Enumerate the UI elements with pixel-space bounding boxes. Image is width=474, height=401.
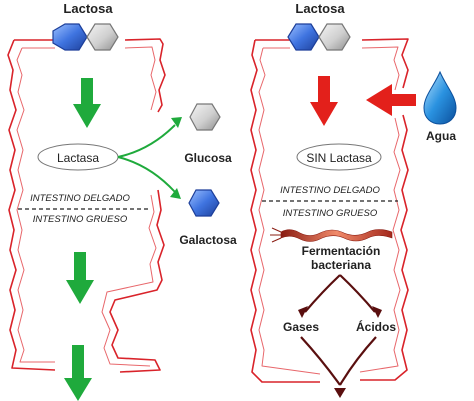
bacteria-icon (270, 227, 393, 243)
right-lactose-molecule (287, 23, 351, 51)
fermentacion-label-line1: Fermentación (302, 244, 381, 258)
fermentation-branch-arrows-icon (300, 274, 377, 386)
arrowhead-gases-icon (298, 306, 308, 318)
left-upper-region-label: INTESTINO DELGADO (30, 193, 130, 204)
left-intestine-wall (7, 38, 166, 373)
lactasa-label: Lactasa (57, 151, 99, 165)
glucosa-label: Glucosa (184, 151, 232, 165)
glucosa-hex-icon (189, 103, 221, 131)
glucose-hex-icon (86, 23, 119, 51)
left-arrow-down-1-icon (73, 78, 101, 128)
agua-label: Agua (426, 129, 456, 143)
water-arrow-left-icon (366, 84, 416, 116)
left-arrow-down-2-icon (66, 252, 94, 304)
arrowhead-acidos-icon (372, 306, 382, 318)
sin-lactasa-label: SIN Lactasa (306, 151, 372, 165)
galactose-hex-icon (52, 23, 88, 51)
gases-label: Gases (283, 320, 319, 334)
right-galactose-hex-icon (287, 23, 320, 51)
left-panel: Lactosa Lactasa Glucosa Galactosa INTEST… (7, 1, 237, 401)
water-drop-icon (423, 70, 457, 125)
left-split-arrows-icon (117, 124, 176, 193)
right-glucose-hex-icon (318, 23, 351, 51)
acidos-label: Ácidos (356, 319, 396, 334)
galactosa-label: Galactosa (179, 233, 237, 247)
arrowhead-down-icon (170, 188, 181, 199)
left-lower-region-label: INTESTINO GRUESO (33, 214, 128, 225)
right-lactose-label: Lactosa (295, 1, 345, 16)
right-lower-region-label: INTESTINO GRUESO (283, 208, 378, 219)
left-arrow-down-3-icon (64, 345, 92, 401)
left-lactose-label: Lactosa (63, 1, 113, 16)
right-upper-region-label: INTESTINO DELGADO (280, 185, 380, 196)
sin-lactasa-ellipse (296, 143, 382, 171)
right-arrow-down-icon (310, 76, 338, 126)
fermentacion-label-line2: bacteriana (311, 258, 371, 272)
galactosa-hex-icon (188, 189, 220, 217)
right-intestine-wall (250, 38, 409, 383)
arrowhead-bottom-icon (334, 388, 346, 398)
right-panel: Lactosa Agua SIN Lactasa INTESTINO DELGA… (250, 1, 457, 398)
arrowhead-up-icon (171, 117, 182, 128)
left-lactose-molecule (52, 23, 119, 51)
